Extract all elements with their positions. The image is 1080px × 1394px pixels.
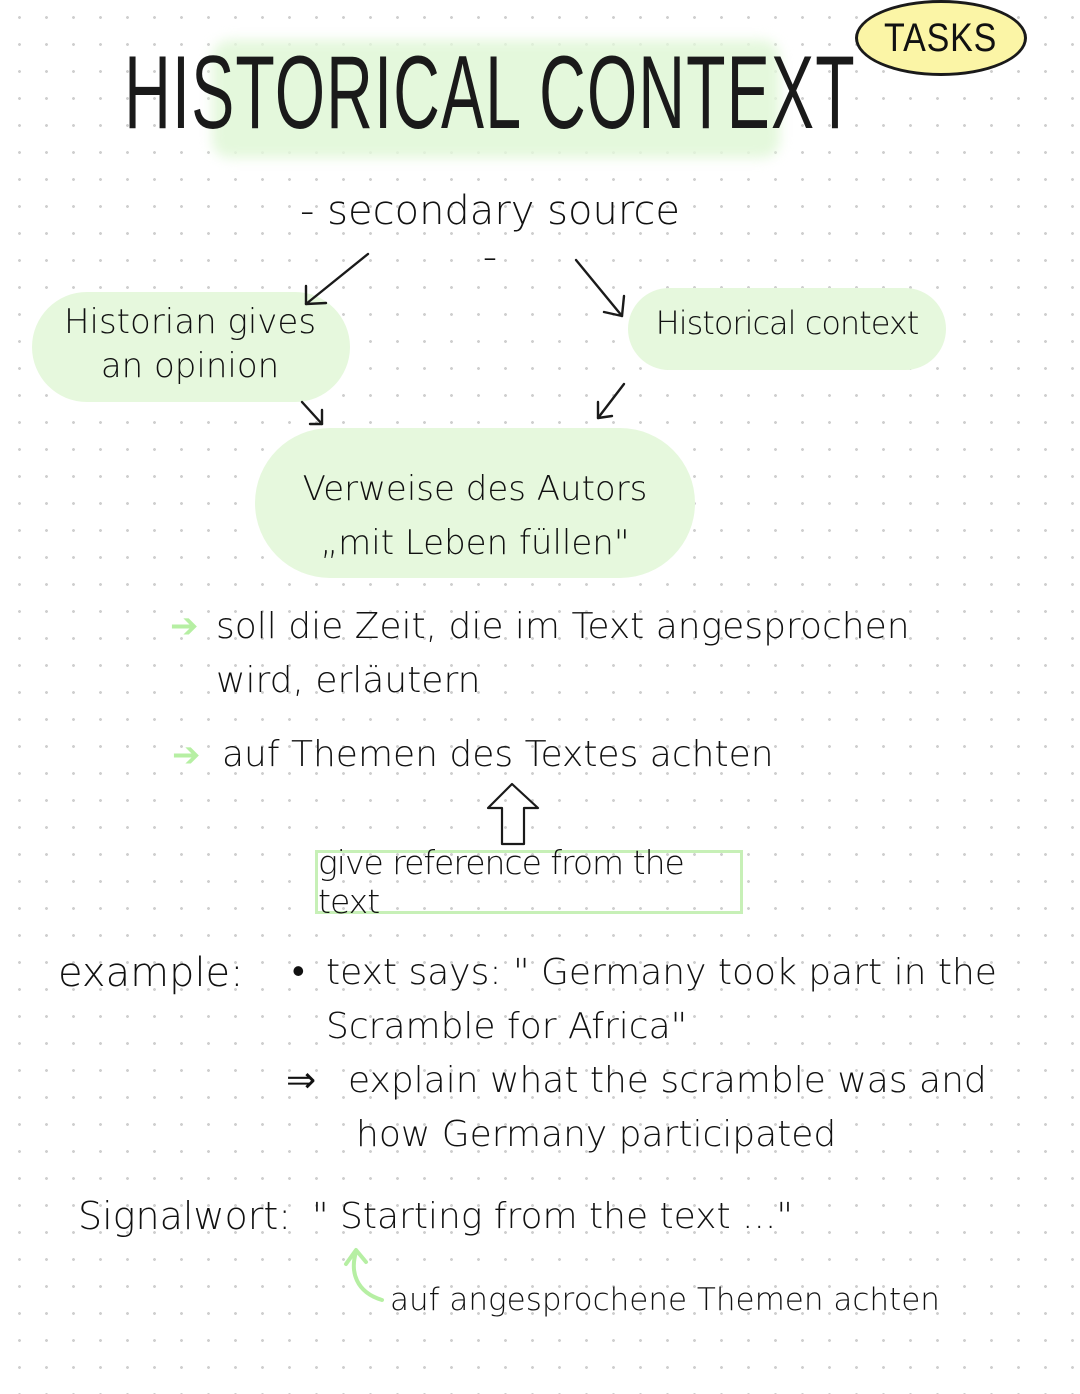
- historian-bubble-text: Historian gives an opinion: [40, 300, 340, 388]
- tasks-badge-label: TASKS: [884, 15, 998, 60]
- curved-up-arrow-icon: [344, 1248, 384, 1302]
- signalwort-note: auf angesprochene Themen achten: [390, 1282, 940, 1318]
- example-quote-line-1: text says: " Germany took part in the: [326, 952, 997, 993]
- historian-line-2: an opinion: [100, 346, 280, 386]
- up-arrow-outline-icon: [486, 782, 540, 846]
- context-bubble-text: Historical context: [655, 304, 920, 342]
- page-title: HISTORICAL CONTEXT: [124, 18, 855, 168]
- implies-arrow-icon: ⇒: [286, 1060, 317, 1101]
- historian-bubble: [32, 292, 350, 402]
- reference-box: give reference from the text: [315, 843, 743, 921]
- title-highlight: [212, 40, 780, 158]
- green-arrow-icon: ➔: [170, 606, 199, 646]
- arrow-context-to-verweise-icon: [596, 382, 626, 420]
- arrow-to-historian-icon: [304, 252, 370, 306]
- example-explain-line-1: explain what the scramble was and: [348, 1060, 987, 1101]
- point-1: ➔: [170, 605, 199, 646]
- arrow-historian-to-verweise-icon: [300, 400, 324, 426]
- verweise-bubble: [255, 428, 695, 578]
- point-2-arrow: ➔: [172, 734, 201, 775]
- verweise-line-2: „mit Leben füllen": [320, 523, 630, 563]
- point-1-line-2: wird, erläutern: [216, 660, 481, 701]
- example-label: example:: [58, 950, 244, 996]
- context-bubble: [628, 288, 946, 370]
- historian-line-1: Historian gives: [63, 302, 317, 342]
- title-text: HISTORICAL CONTEXT: [124, 34, 856, 151]
- point-2-text: auf Themen des Textes achten: [222, 734, 774, 775]
- arrow-to-context-icon: [574, 258, 626, 318]
- example-explain-line-2: how Germany participated: [356, 1114, 837, 1155]
- verweise-bubble-text: Verweise des Autors „mit Leben füllen": [255, 462, 695, 570]
- signalwort-label: Signalwort:: [78, 1194, 292, 1238]
- example-quote-line-2: Scramble for Africa": [326, 1006, 688, 1047]
- bullet-icon: •: [292, 951, 305, 992]
- green-arrow-icon: ➔: [172, 735, 201, 775]
- signalwort-phrase: " Starting from the text ...": [312, 1196, 793, 1237]
- tasks-badge: TASKS: [855, 0, 1027, 76]
- point-1-line-1: soll die Zeit, die im Text angesprochen: [216, 606, 910, 647]
- reference-box-text: give reference from the text: [318, 843, 685, 921]
- source-type-heading: - secondary source -: [300, 188, 680, 280]
- verweise-line-1: Verweise des Autors: [302, 469, 648, 509]
